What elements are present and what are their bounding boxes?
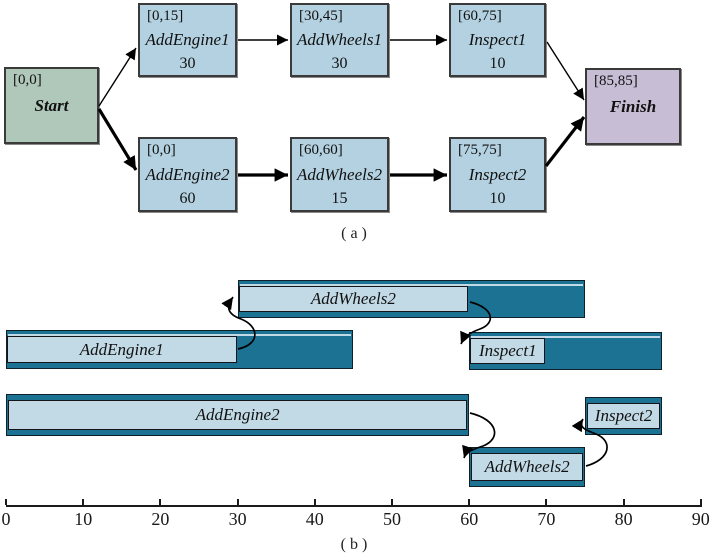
node-duration: 30: [331, 55, 348, 72]
slack-highlight: [239, 284, 583, 286]
node-name: AddWheels1: [297, 30, 382, 50]
slack-highlight: [471, 336, 661, 338]
axis-tick: [82, 499, 85, 505]
node-addwheels1: [30,45] AddWheels1 30: [290, 3, 389, 77]
node-name: Inspect1: [468, 30, 527, 50]
slack-highlight: [8, 334, 352, 336]
time-axis: [6, 505, 702, 507]
gantt-bar-label: AddWheels2: [310, 289, 396, 308]
axis-tick: [159, 499, 162, 505]
node-duration: 30: [179, 55, 196, 72]
node-duration: [587, 123, 679, 143]
node-name: AddEngine1: [145, 30, 230, 50]
node-window: [75,75]: [458, 142, 502, 158]
gantt-bar-addwheels2-bottom: AddWheels2: [469, 447, 585, 487]
node-name: Finish: [609, 96, 657, 116]
node-start: [0,0] Start: [4, 67, 99, 144]
axis-tick-label: 90: [691, 509, 710, 529]
gantt-bar-active: AddEngine2: [8, 400, 468, 430]
gantt-bar-inspect1: Inspect1: [469, 332, 663, 370]
gantt-bar-addengine2: AddEngine2: [6, 394, 470, 436]
edge-start-addengine1: [98, 47, 137, 107]
edge-start-addengine2: [97, 108, 138, 171]
gantt-bar-label: Inspect2: [594, 406, 653, 425]
node-window: [30,45]: [299, 8, 343, 24]
edge-inspect1-finish: [546, 41, 585, 101]
axis-tick: [5, 499, 7, 505]
gantt-bar-active: AddWheels2: [238, 286, 469, 312]
gantt-bar-active: Inspect2: [587, 403, 661, 429]
node-inspect1: [60,75] Inspect1 10: [449, 3, 546, 77]
node-duration: 60: [179, 190, 196, 207]
edge-inspect2-finish: [544, 116, 586, 167]
node-finish: [85,85] Finish: [585, 68, 681, 145]
node-window: [0,0]: [13, 72, 42, 88]
gantt-bar-label: AddWheels2: [484, 457, 570, 476]
axis-tick-label: 30: [228, 509, 247, 529]
axis-tick-label: 20: [151, 509, 170, 529]
node-window: [0,15]: [147, 8, 184, 24]
axis-tick-label: 0: [1, 509, 11, 529]
caption-part-b: (b): [340, 536, 372, 553]
node-duration: [6, 122, 97, 142]
node-addengine2: [0,0] AddEngine2 60: [138, 137, 237, 212]
axis-tick-label: 40: [305, 509, 324, 529]
node-addwheels2: [60,60] AddWheels2 15: [290, 137, 389, 212]
gantt-bar-active: AddEngine1: [7, 336, 237, 363]
node-window: [0,0]: [147, 142, 176, 158]
gantt-bar-active: Inspect1: [470, 338, 546, 364]
node-window: [60,75]: [458, 8, 502, 24]
axis-tick: [545, 499, 548, 505]
gantt-bar-label: AddEngine1: [79, 339, 164, 359]
node-window: [85,85]: [594, 73, 638, 89]
gantt-bar-active: AddWheels2: [471, 453, 583, 481]
gantt-bar-inspect2: Inspect2: [585, 397, 663, 435]
axis-tick: [391, 499, 393, 505]
gantt-bar-label: Inspect1: [478, 341, 537, 360]
node-name: AddEngine2: [145, 164, 230, 184]
node-name: Inspect2: [468, 164, 527, 184]
axis-tick-label: 50: [383, 509, 401, 529]
node-name: AddWheels2: [297, 164, 382, 184]
gantt-bar-addwheels2-top: AddWheels2: [237, 280, 585, 318]
gantt-bar-label: AddEngine2: [195, 405, 280, 424]
node-duration: 10: [489, 190, 506, 207]
node-addengine1: [0,15] AddEngine1 30: [138, 3, 237, 77]
node-duration: 10: [489, 55, 506, 72]
axis-tick: [468, 499, 471, 505]
axis-tick: [699, 499, 702, 505]
node-name: Start: [34, 95, 69, 115]
node-duration: 15: [331, 190, 348, 207]
axis-tick-label: 70: [537, 509, 556, 529]
axis-tick: [313, 499, 316, 505]
axis-tick-label: 80: [614, 509, 633, 529]
axis-tick: [236, 499, 239, 505]
gantt-bar-addengine1: AddEngine1: [6, 330, 354, 369]
node-window: [60,60]: [299, 142, 343, 158]
axis-tick: [622, 499, 625, 505]
caption-part-a: (a): [341, 225, 371, 242]
axis-tick-label: 60: [460, 509, 479, 529]
axis-tick-label: 10: [74, 509, 93, 529]
node-inspect2: [75,75] Inspect2 10: [449, 137, 546, 212]
